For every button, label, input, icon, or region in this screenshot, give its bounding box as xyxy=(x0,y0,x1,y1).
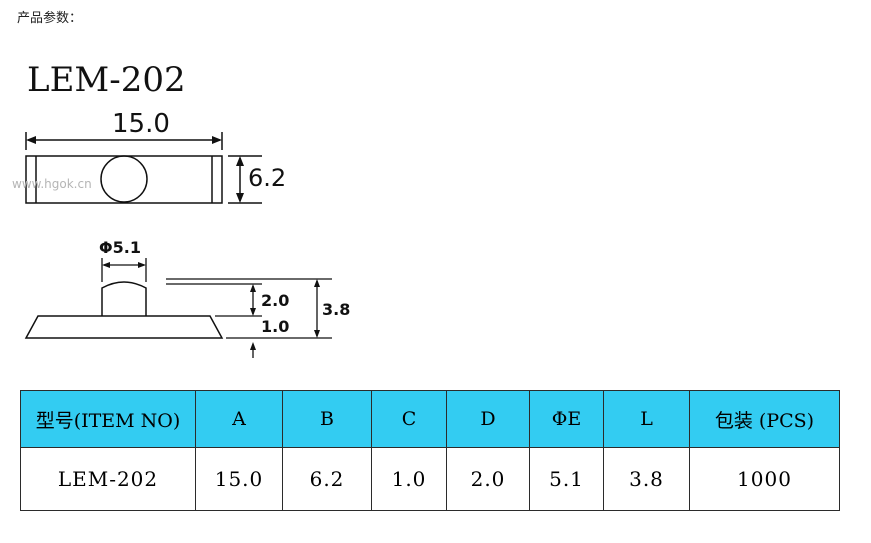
header-packaging: 包装 (PCS) xyxy=(689,390,840,448)
cell-packaging: 1000 xyxy=(689,447,840,511)
cell-item-no: LEM-202 xyxy=(20,447,196,511)
cell-phi-e: 5.1 xyxy=(529,447,604,511)
height-dimension xyxy=(228,155,262,204)
cell-c: 1.0 xyxy=(371,447,447,511)
model-name: LEM-202 xyxy=(27,60,186,100)
header-phi-e: ΦE xyxy=(529,390,604,448)
diameter-dimension xyxy=(101,258,147,282)
cell-l: 3.8 xyxy=(603,447,690,511)
length-dimension xyxy=(25,132,223,150)
header-a: A xyxy=(195,390,283,448)
height-b-label: 1.0 xyxy=(261,317,289,336)
length-label: 15.0 xyxy=(112,109,170,139)
header-c: C xyxy=(371,390,447,448)
page-heading: 产品参数： xyxy=(17,11,83,26)
spec-table: 型号(ITEM NO) A B C D ΦE L 包装 (PCS) LEM-20… xyxy=(20,390,840,511)
header-l: L xyxy=(603,390,690,448)
watermark: www.hgok.cn xyxy=(12,177,92,191)
side-view-part xyxy=(24,281,224,339)
total-height-label: 3.8 xyxy=(322,300,350,319)
cell-a: 15.0 xyxy=(195,447,283,511)
header-d: D xyxy=(446,390,530,448)
diameter-label: Φ5.1 xyxy=(99,238,141,257)
total-height-dimension xyxy=(314,279,320,338)
header-b: B xyxy=(282,390,372,448)
height-a-label: 2.0 xyxy=(261,291,289,310)
side-extension-lines xyxy=(166,278,332,339)
table-row: LEM-202 15.0 6.2 1.0 2.0 5.1 3.8 1000 xyxy=(20,447,840,511)
header-item-no: 型号(ITEM NO) xyxy=(20,390,196,448)
cell-b: 6.2 xyxy=(282,447,372,511)
height-b-dimension xyxy=(250,342,256,358)
spec-table-header-row: 型号(ITEM NO) A B C D ΦE L 包装 (PCS) xyxy=(20,390,840,448)
height-label: 6.2 xyxy=(248,164,286,192)
technical-drawing: LEM-202 15.0 6.2 www.hgok.cn Φ5.1 xyxy=(12,60,350,358)
cell-d: 2.0 xyxy=(446,447,530,511)
top-view-part xyxy=(25,155,223,204)
height-a-dimension xyxy=(250,284,256,316)
